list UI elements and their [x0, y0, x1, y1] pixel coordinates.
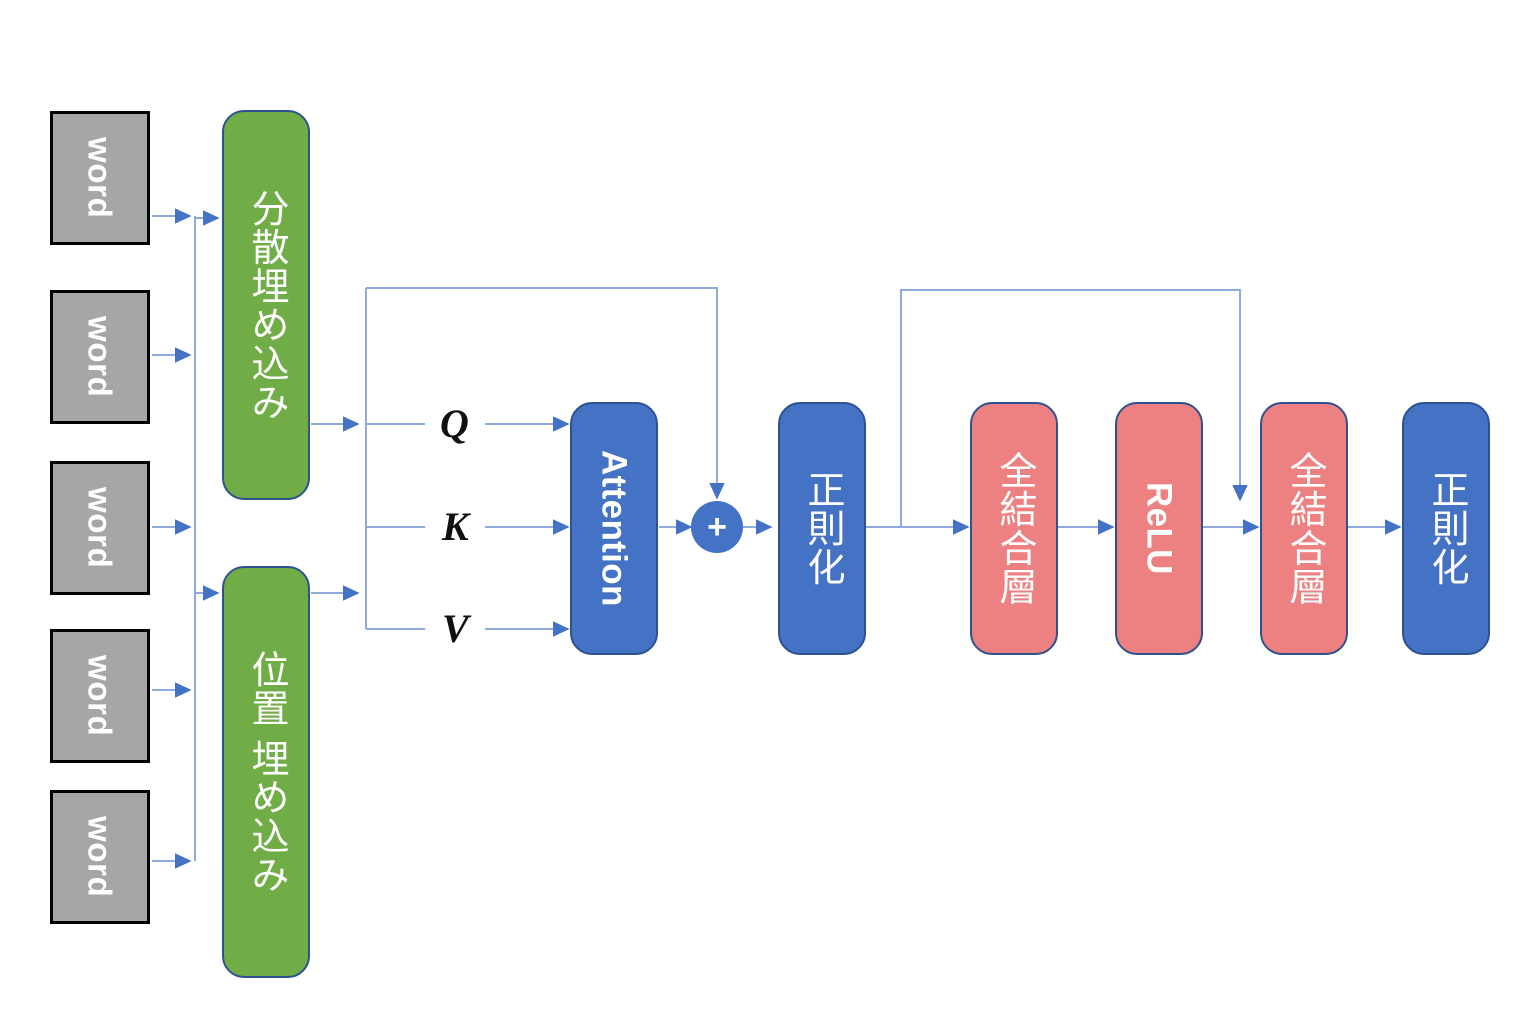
- attention-block[interactable]: Attention: [570, 402, 658, 655]
- plus-sign: +: [707, 508, 727, 546]
- word-box-4[interactable]: word: [50, 629, 150, 763]
- relu-block[interactable]: ReLU: [1115, 402, 1203, 655]
- query-label: Q: [440, 401, 469, 446]
- distributed-embedding-block[interactable]: 分散埋め込み: [222, 110, 310, 500]
- word-label: word: [81, 137, 119, 219]
- normalization-block-1[interactable]: 正則化: [778, 402, 866, 655]
- fully-connected-label: 全結合層: [993, 450, 1035, 607]
- normalization-block-2[interactable]: 正則化: [1402, 402, 1490, 655]
- residual-add-operator[interactable]: +: [691, 501, 743, 553]
- positional-embedding-block[interactable]: 位置 埋め込み: [222, 566, 310, 978]
- value-label: V: [442, 606, 469, 651]
- normalization-label: 正則化: [1425, 470, 1467, 587]
- distributed-embedding-label: 分散埋め込み: [245, 188, 287, 422]
- fully-connected-block-1[interactable]: 全結合層: [970, 402, 1058, 655]
- word-box-2[interactable]: word: [50, 290, 150, 424]
- normalization-label: 正則化: [801, 470, 843, 587]
- word-label: word: [81, 487, 119, 569]
- attention-label: Attention: [594, 450, 634, 607]
- fully-connected-block-2[interactable]: 全結合層: [1260, 402, 1348, 655]
- word-box-3[interactable]: word: [50, 461, 150, 595]
- word-label: word: [81, 655, 119, 737]
- word-box-5[interactable]: word: [50, 790, 150, 924]
- word-label: word: [81, 316, 119, 398]
- wire-residual-skip-attention: [366, 287, 725, 500]
- word-label: word: [81, 816, 119, 898]
- key-label: K: [442, 504, 469, 549]
- word-box-1[interactable]: word: [50, 111, 150, 245]
- fully-connected-label: 全結合層: [1283, 450, 1325, 607]
- relu-label: ReLU: [1139, 482, 1179, 575]
- positional-embedding-label: 位置 埋め込み: [245, 650, 287, 894]
